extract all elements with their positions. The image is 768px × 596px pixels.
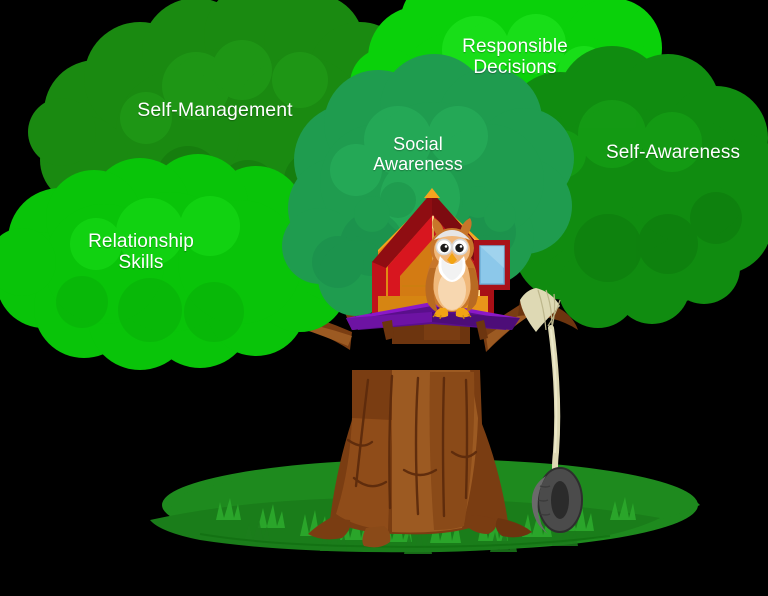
canopy-relationship-skills: [0, 154, 366, 370]
label-responsible-decisions[interactable]: Responsible Decisions: [462, 36, 568, 79]
label-relationship-skills[interactable]: Relationship Skills: [88, 231, 194, 274]
rope-knot: [520, 288, 561, 332]
canopy-overlap-sprigs: [354, 182, 516, 232]
treehouse-window: [474, 240, 510, 290]
label-social-awareness[interactable]: Social Awareness: [373, 134, 463, 175]
owl-character: [425, 218, 479, 320]
label-self-awareness[interactable]: Self-Awareness: [605, 142, 741, 163]
label-self-management[interactable]: Self-Management: [137, 99, 293, 121]
tire-swing: [520, 288, 583, 534]
